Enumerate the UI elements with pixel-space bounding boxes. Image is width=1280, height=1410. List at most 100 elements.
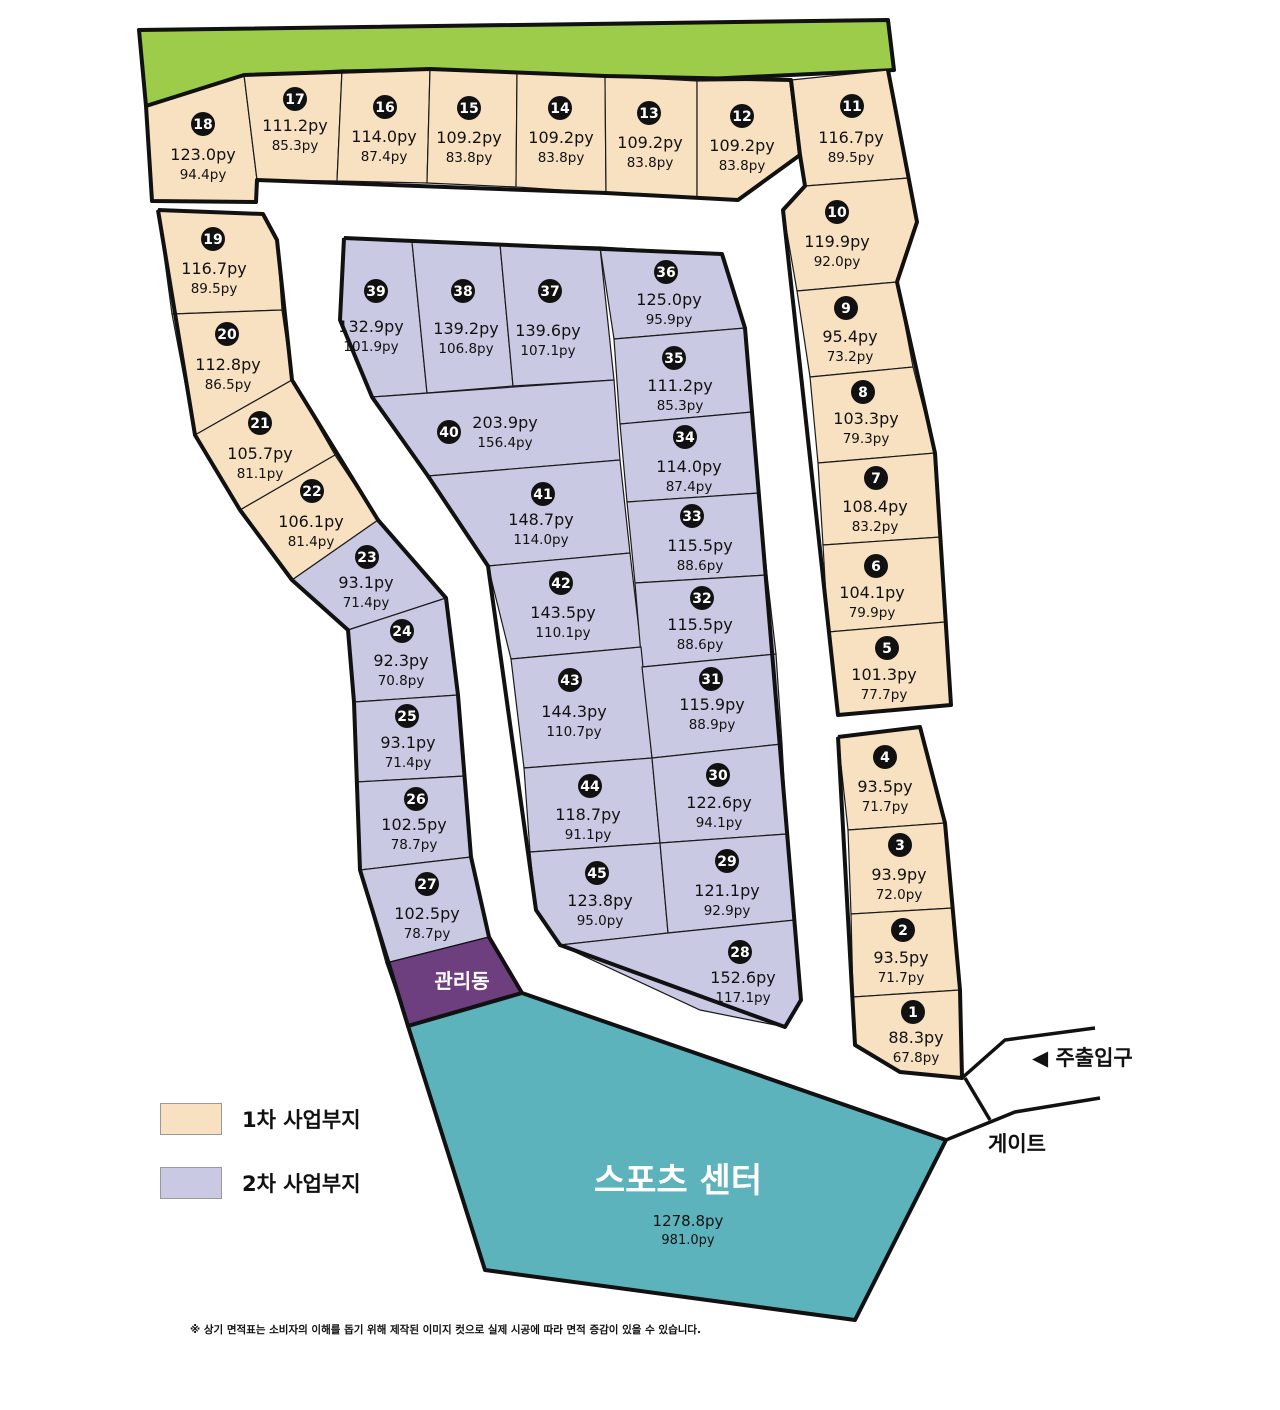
lot-net-area-30: 94.1py [696,815,743,831]
lot-37[interactable] [499,243,615,387]
lot-net-area-15: 83.8py [446,150,493,166]
lot-number-badge-20 [215,322,239,346]
lot-number-badge-21 [248,411,272,435]
lot-number-badge-9 [834,296,858,320]
lot-number-badge-28 [728,940,752,964]
lot-net-area-5: 77.7py [861,687,908,703]
lot-net-area-17: 85.3py [272,138,319,154]
lot-38[interactable] [411,241,514,394]
legend-phase1: 1차 사업부지 [160,1103,361,1135]
lot-area-21: 105.7py [227,444,292,463]
lot-net-area-25: 71.4py [385,755,432,771]
lot-area-15: 109.2py [436,128,501,147]
lot-number-16: 16 [375,100,394,116]
lot-net-area-34: 87.4py [666,479,713,495]
lot-number-17: 17 [285,92,304,108]
lot-area-45: 123.8py [567,891,632,910]
lot-net-area-14: 83.8py [538,150,585,166]
lot-number-badge-1 [901,1000,925,1024]
sports-center-title: 스포츠 센터 [594,1161,762,1201]
lot-area-20: 112.8py [195,355,260,374]
lot-area-27: 102.5py [394,904,459,923]
lot-number-badge-12 [730,104,754,128]
lot-number-23: 23 [357,550,376,566]
lot-16[interactable] [336,68,431,184]
lot-number-badge-33 [680,504,704,528]
lot-net-area-8: 79.3py [843,431,890,447]
lot-number-43: 43 [560,673,579,689]
entrance-label: ◀ 주출입구 [1032,1046,1133,1070]
lot-number-34: 34 [675,430,695,446]
sports-center[interactable] [406,991,948,1322]
lot-net-area-26: 78.7py [391,837,438,853]
lot-number-badge-45 [585,861,609,885]
lot-net-area-9: 73.2py [827,349,874,365]
lot-net-area-36: 95.9py [646,312,693,328]
lot-area-18: 123.0py [170,145,235,164]
lot-number-14: 14 [550,101,570,117]
lot-number-badge-10 [825,200,849,224]
lot-number-37: 37 [540,284,559,300]
lot-net-area-12: 83.8py [719,158,766,174]
lot-area-40: 203.9py [472,413,537,432]
lot-net-area-45: 95.0py [577,913,624,929]
lot-number-badge-29 [715,849,739,873]
lot-area-35: 111.2py [647,376,712,395]
lot-number-41: 41 [533,487,552,503]
lot-net-area-3: 72.0py [876,887,923,903]
lot-number-badge-40 [437,420,461,444]
lot-number-2: 2 [898,923,908,939]
lot-area-39: 132.9py [338,317,403,336]
lot-number-badge-22 [300,479,324,503]
lot-area-32: 115.5py [667,615,732,634]
lot-area-2: 93.5py [873,948,928,967]
lot-area-26: 102.5py [381,815,446,834]
lot-area-24: 92.3py [373,651,428,670]
gate-label: 게이트 [988,1132,1046,1156]
lot-area-31: 115.9py [679,695,744,714]
lot-number-badge-2 [891,918,915,942]
lot-net-area-29: 92.9py [704,903,751,919]
lot-number-7: 7 [871,471,881,487]
lot-net-area-38: 106.8py [438,341,493,357]
legend-phase2: 2차 사업부지 [160,1167,361,1199]
lot-net-area-13: 83.8py [627,155,674,171]
lot-number-badge-14 [548,96,572,120]
lot-number-badge-24 [390,619,414,643]
lot-number-28: 28 [730,945,749,961]
lot-net-area-11: 89.5py [828,150,875,166]
lot-number-29: 29 [717,854,736,870]
lot-net-area-39: 101.9py [343,339,398,355]
lot-area-42: 143.5py [530,603,595,622]
lot-number-5: 5 [882,641,892,657]
lot-number-39: 39 [366,284,385,300]
lot-number-24: 24 [392,624,412,640]
lot-number-badge-36 [654,260,678,284]
lot-area-17: 111.2py [262,116,327,135]
lot-number-4: 4 [880,750,890,766]
lot-number-badge-38 [451,279,475,303]
lot-number-45: 45 [587,866,606,882]
lot-number-31: 31 [701,672,720,688]
lot-number-badge-19 [201,227,225,251]
lot-area-1: 88.3py [888,1028,943,1047]
lot-number-42: 42 [551,576,570,592]
lot-net-area-22: 81.4py [288,534,335,550]
lot-number-32: 32 [692,591,711,607]
lot-area-22: 106.1py [278,512,343,531]
lot-number-35: 35 [664,351,683,367]
lot-number-11: 11 [842,99,861,115]
lot-number-30: 30 [708,768,728,784]
lot-number-badge-5 [875,636,899,660]
lot-number-badge-17 [283,87,307,111]
lot-number-40: 40 [439,425,459,441]
lot-area-5: 101.3py [851,665,916,684]
lot-area-44: 118.7py [555,805,620,824]
lot-net-area-27: 78.7py [404,926,451,942]
sports-center-area: 1278.8py [653,1212,724,1230]
lot-area-13: 109.2py [617,133,682,152]
lot-number-1: 1 [908,1005,918,1021]
legend-swatch-phase1 [160,1103,222,1135]
lot-net-area-6: 79.9py [849,605,896,621]
